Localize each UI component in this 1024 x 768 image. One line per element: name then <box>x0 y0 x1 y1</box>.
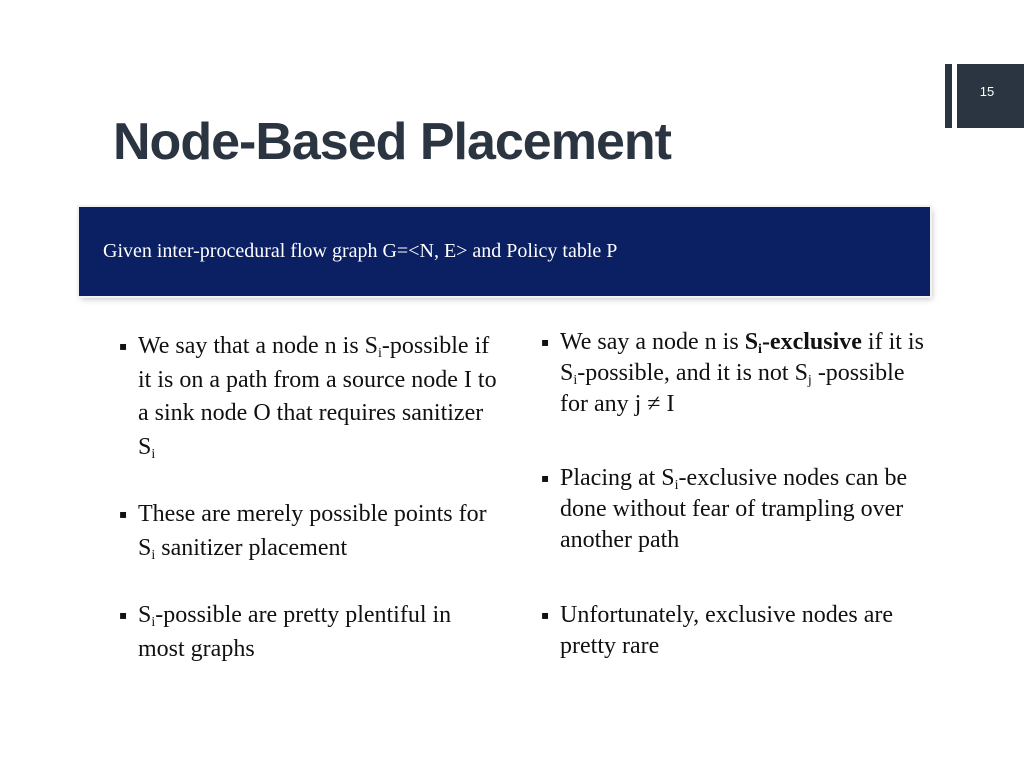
subscript: i <box>151 615 156 630</box>
subscript: i <box>151 446 156 462</box>
bullet-text: S <box>138 602 152 628</box>
bullet-text: if it is S <box>560 329 924 386</box>
subscript: j <box>807 373 812 388</box>
bold-term: -exclusive <box>761 329 862 355</box>
bullet-si-exclusive-definition: ▪ We say a node n is Si-exclusive if it … <box>540 327 930 420</box>
left-bullet-list: ▪ We say that a node n is Si-possible if… <box>118 330 498 666</box>
subscript: i <box>151 547 156 563</box>
bullet-text: We say a node n is <box>560 329 745 355</box>
slide-number: 15 <box>979 84 995 99</box>
bullet-marker-icon: ▪ <box>541 608 550 622</box>
subscript: i <box>573 373 578 388</box>
bullet-text: Unfortunately, exclusive nodes are prett… <box>560 602 893 659</box>
slide-number-box <box>957 64 1024 128</box>
right-bullet-list: ▪ We say a node n is Si-exclusive if it … <box>540 327 930 662</box>
slide-number-accent-bar <box>945 64 952 128</box>
bullet-text: -possible if it is on a path from a sour… <box>138 333 497 460</box>
bullet-text: These are merely possible points for S <box>138 501 487 561</box>
bullet-text: Placing at S <box>560 465 675 491</box>
banner-text: Given inter-procedural flow graph G=<N, … <box>103 240 618 262</box>
bold-term: S <box>744 329 759 355</box>
bullet-marker-icon: ▪ <box>119 339 128 353</box>
bullet-marker-icon: ▪ <box>119 608 128 622</box>
bullet-exclusive-rare: ▪ Unfortunately, exclusive nodes are pre… <box>540 600 930 662</box>
bullet-marker-icon: ▪ <box>541 471 550 485</box>
bullet-placing-exclusive: ▪ Placing at Si-exclusive nodes can be d… <box>540 463 930 556</box>
bullet-text: We say that a node n is S <box>138 333 379 359</box>
slide-title: Node-Based Placement <box>113 113 672 171</box>
highlight-banner: Given inter-procedural flow graph G=<N, … <box>79 207 930 296</box>
bullet-plentiful: ▪ Si-possible are pretty plentiful in mo… <box>118 599 498 666</box>
bullet-text: -possible are pretty plentiful in most g… <box>138 602 452 662</box>
bullet-marker-icon: ▪ <box>541 335 550 349</box>
subscript: i <box>378 346 382 361</box>
bullet-marker-icon: ▪ <box>119 507 128 521</box>
bullet-possible-points: ▪ These are merely possible points for S… <box>118 498 498 565</box>
bullet-si-possible-definition: ▪ We say that a node n is Si-possible if… <box>118 330 498 464</box>
bullet-text: -exclusive nodes can be done without fea… <box>560 465 908 553</box>
bullet-text: -possible, and it is not S <box>577 360 808 386</box>
subscript: i <box>758 342 762 357</box>
bullet-text: -possible for any j ≠ I <box>560 360 905 417</box>
bullet-text: sanitizer placement <box>155 534 348 561</box>
subscript: i <box>674 478 679 493</box>
